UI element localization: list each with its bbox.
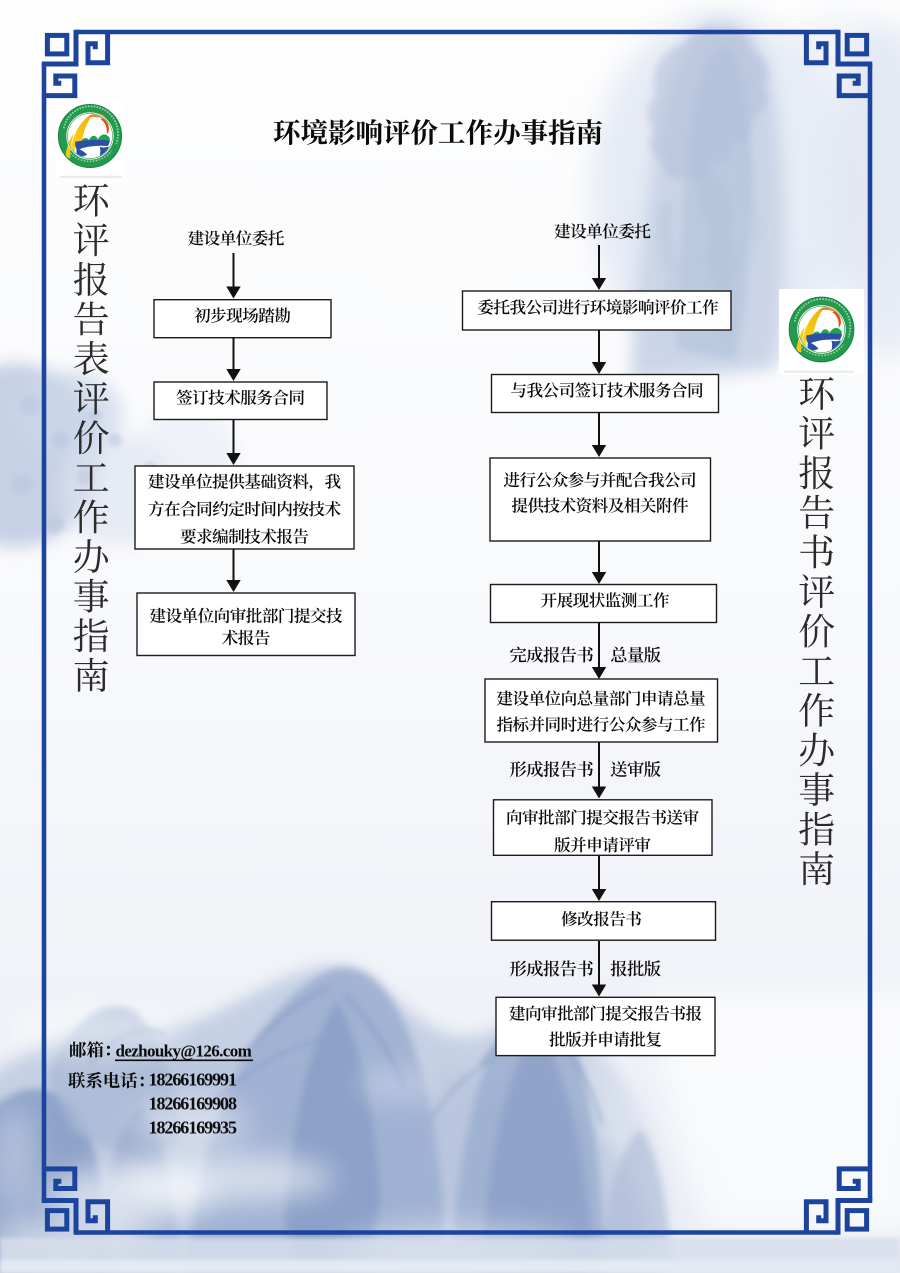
svg-text:dezhouky@126.com: dezhouky@126.com (116, 1041, 252, 1060)
svg-text:18266169935: 18266169935 (149, 1118, 238, 1138)
svg-text:18266169991: 18266169991 (149, 1070, 238, 1090)
svg-text:18266169908: 18266169908 (149, 1094, 238, 1114)
